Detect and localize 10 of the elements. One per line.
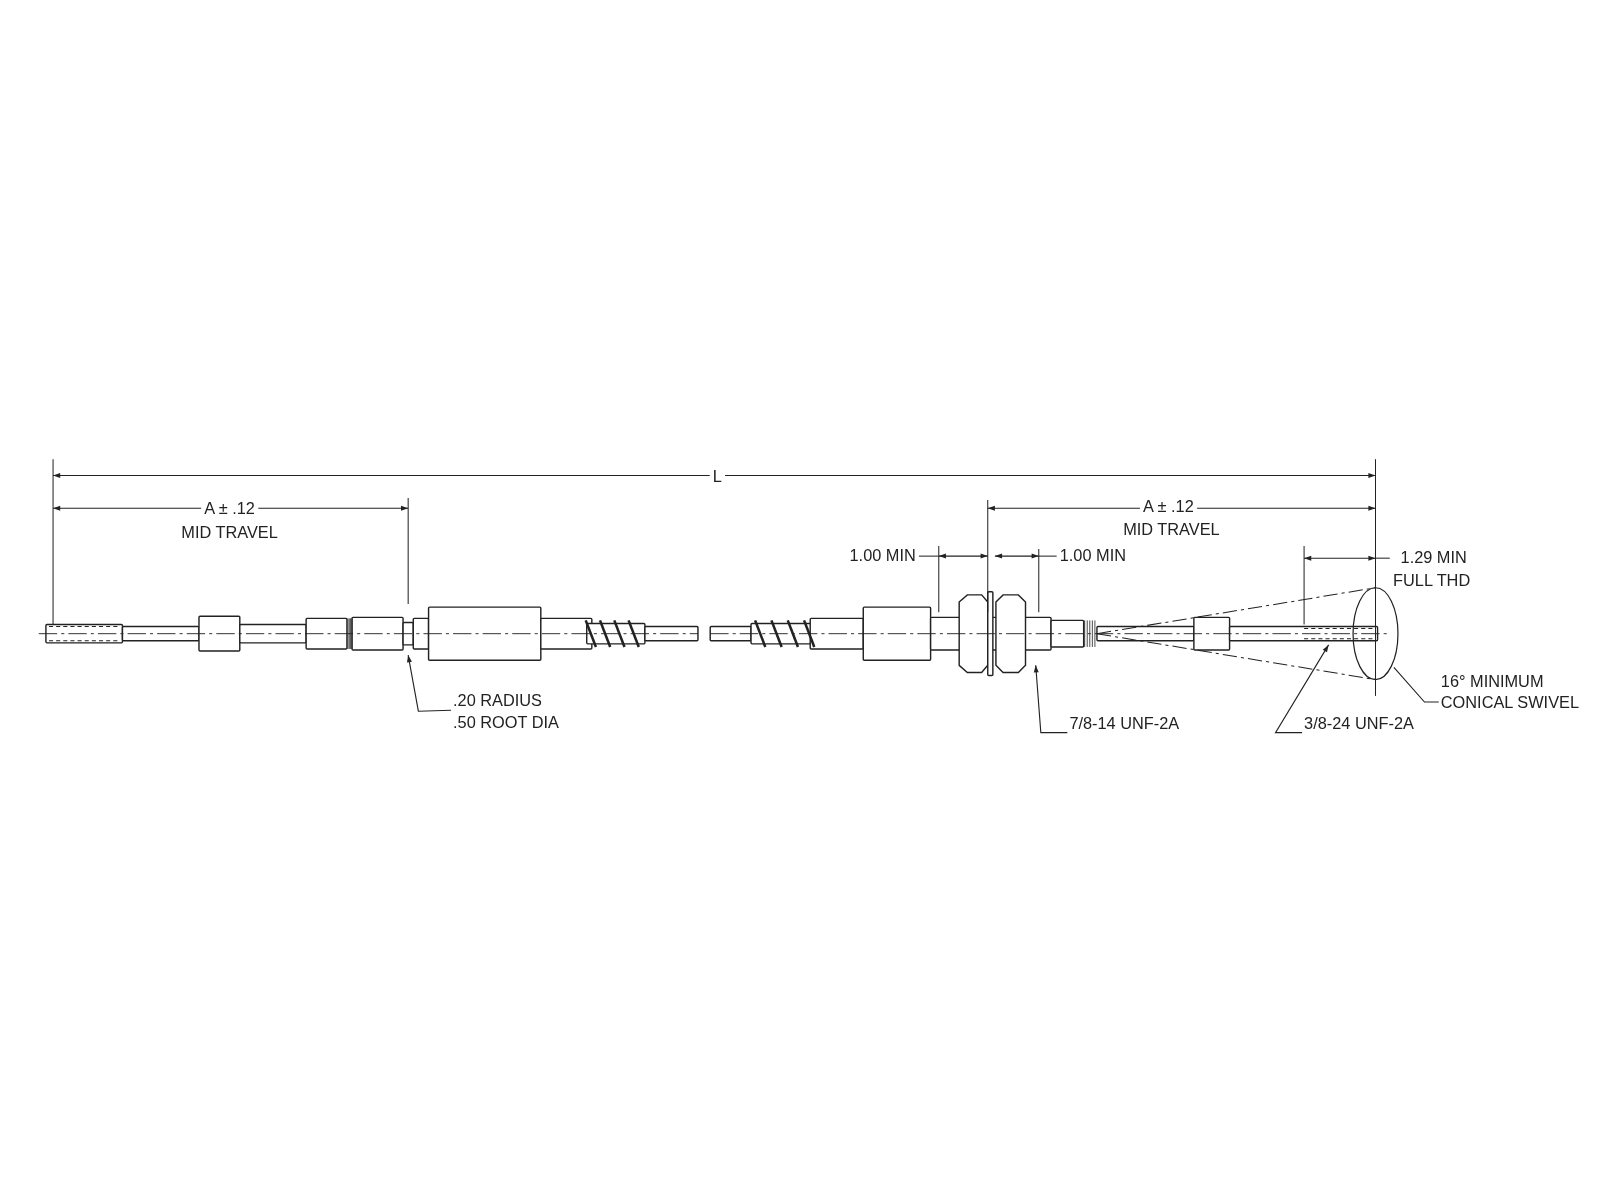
leader-line — [1033, 664, 1068, 734]
leader-line — [1274, 644, 1330, 734]
callout-text: 7/8-14 UNF-2A — [1069, 713, 1180, 734]
callout-text: 16° MINIMUM — [1440, 671, 1544, 692]
leader-line — [407, 654, 452, 712]
callout-text: .50 ROOT DIA — [453, 712, 559, 733]
callout-text: 3/8-24 UNF-2A — [1304, 713, 1414, 734]
callout-text: CONICAL SWIVEL — [1440, 692, 1579, 714]
callout-text: .20 RADIUS — [453, 690, 542, 712]
leader-line — [1393, 666, 1440, 703]
